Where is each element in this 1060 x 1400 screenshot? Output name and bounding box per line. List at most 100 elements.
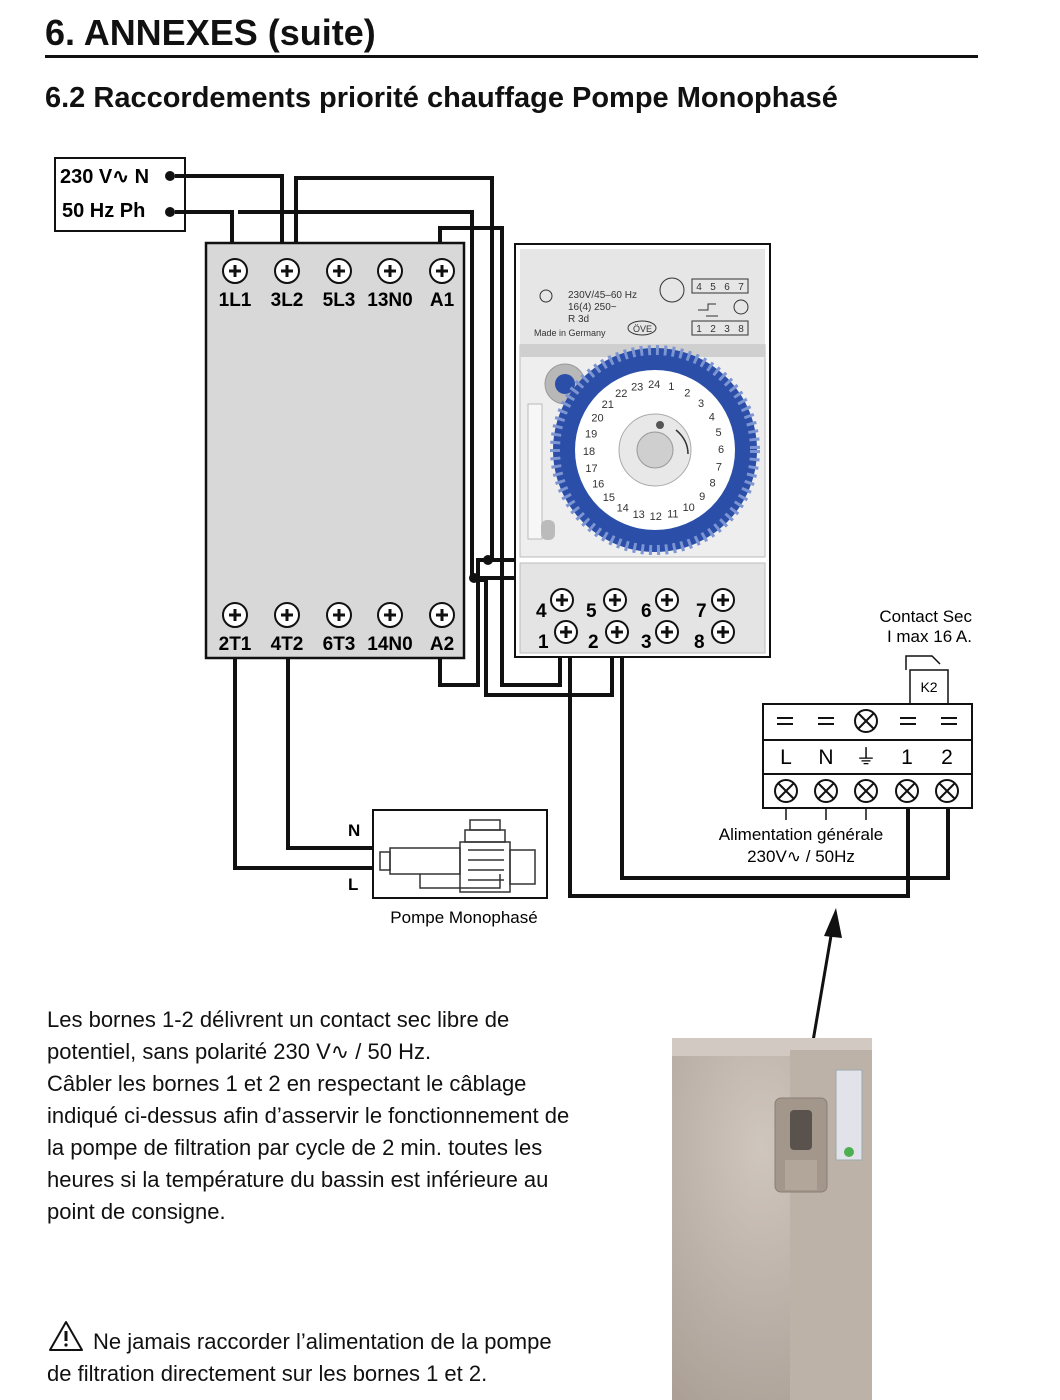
supply-phase-label: 50 Hz Ph <box>62 200 145 222</box>
dial-hour: 7 <box>716 461 722 473</box>
svg-text:4: 4 <box>536 601 547 622</box>
dial-hour: 8 <box>709 477 715 489</box>
dial-hour: 11 <box>667 509 678 521</box>
dial-hour: 17 <box>585 463 597 475</box>
svg-text:5L3: 5L3 <box>323 290 356 311</box>
svg-text:2T1: 2T1 <box>219 634 252 655</box>
svg-text:2: 2 <box>710 324 716 335</box>
wire-hp-2 <box>620 642 950 880</box>
description-paragraph: Les bornes 1-2 délivrent un contact sec … <box>47 1004 647 1228</box>
pump-n-label: N <box>348 821 360 840</box>
pump-drawing <box>379 819 536 893</box>
timer-terminal-map: 4 5 6 7 1 2 3 8 <box>691 278 749 336</box>
svg-text:ÖVE: ÖVE <box>633 324 652 334</box>
svg-text:L: L <box>780 746 792 769</box>
paragraph-line: Les bornes 1-2 délivrent un contact sec … <box>47 1007 510 1032</box>
paragraph-line: indiqué ci-dessus afin d’asservir le fon… <box>47 1103 570 1128</box>
supply-label: Alimentation générale <box>719 825 883 844</box>
wire-4t2-pump-n <box>286 658 372 850</box>
dial-hour: 19 <box>585 429 597 441</box>
heatpump-screws <box>774 779 959 803</box>
pump-l-label: L <box>348 875 358 894</box>
dial-hour: 3 <box>698 398 704 410</box>
svg-text:N: N <box>818 746 833 769</box>
paragraph-line: potentiel, sans polarité 230 V∿ / 50 Hz. <box>47 1039 432 1064</box>
header-rule <box>45 55 978 58</box>
pump-caption: Pompe Monophasé <box>390 908 537 927</box>
warning-icon <box>49 1321 83 1351</box>
svg-text:7: 7 <box>738 282 744 293</box>
dial-hour: 13 <box>633 509 645 521</box>
svg-text:A1: A1 <box>430 290 455 311</box>
svg-text:1L1: 1L1 <box>219 290 252 311</box>
heatpump-terminal-block: Contact Sec I max 16 A. K2 L N ⏚ 1 2 Al <box>719 607 973 866</box>
svg-text:13N0: 13N0 <box>367 290 412 311</box>
wire-ph-1l1 <box>175 210 234 243</box>
svg-text:2: 2 <box>588 632 599 653</box>
supply-voltage-label: 230V∿ / 50Hz <box>747 847 855 866</box>
svg-text:3: 3 <box>724 324 730 335</box>
timer-clock-icon <box>659 277 685 303</box>
svg-text:230V/45–60 Hz: 230V/45–60 Hz <box>568 290 637 301</box>
svg-text:⏚: ⏚ <box>856 746 877 769</box>
svg-text:6: 6 <box>724 282 730 293</box>
svg-text:A2: A2 <box>430 634 454 655</box>
supply-box: 230 V∿ N 50 Hz Ph <box>54 157 186 232</box>
wire-a2 <box>438 558 488 687</box>
warning-text: Ne jamais raccorder l’alimentation de la… <box>47 1326 647 1390</box>
dial-hour: 18 <box>583 446 595 458</box>
dial-hour: 15 <box>603 492 615 504</box>
svg-text:6: 6 <box>641 601 652 622</box>
dial-hour: 12 <box>650 511 662 523</box>
dial-hour: 4 <box>709 411 715 423</box>
supply-ph-dot <box>165 207 175 217</box>
paragraph-line: la pompe de filtration par cycle de 2 mi… <box>47 1135 543 1160</box>
wire-hp-1 <box>568 640 910 898</box>
svg-text:6T3: 6T3 <box>323 634 356 655</box>
supply-n-dot <box>165 171 175 181</box>
svg-text:2: 2 <box>941 746 953 769</box>
imax-label: I max 16 A. <box>887 627 972 646</box>
svg-text:4T2: 4T2 <box>271 634 304 655</box>
dial-hour: 20 <box>591 413 603 425</box>
svg-text:K2: K2 <box>920 679 937 695</box>
svg-text:5: 5 <box>710 282 716 293</box>
svg-text:8: 8 <box>738 324 744 335</box>
dial-hour: 9 <box>699 491 705 503</box>
dial-hour: 2 <box>684 388 690 400</box>
paragraph-line: point de consigne. <box>47 1199 226 1224</box>
section-title: 6.2 Raccordements priorité chauffage Pom… <box>45 82 838 114</box>
svg-text:1: 1 <box>696 324 702 335</box>
timer-switch: 230V/45–60 Hz 16(4) 250~ R 3d Made in Ge… <box>514 243 771 658</box>
pump: N L Pompe Monophasé <box>348 809 548 927</box>
contactor-top-labels: 1L1 3L2 5L3 13N0 A1 <box>219 290 455 311</box>
dial-hour: 24 <box>648 379 660 391</box>
svg-text:4: 4 <box>696 282 702 293</box>
paragraph-line: Câbler les bornes 1 et 2 en respectant l… <box>47 1071 527 1096</box>
paragraph-line: heures si la température du bassin est i… <box>47 1167 549 1192</box>
contactor: 1L1 3L2 5L3 13N0 A1 2T1 4T2 6T3 14N0 A2 <box>204 241 466 660</box>
relay-k2 <box>909 669 949 705</box>
dial-hour: 1 <box>668 381 674 393</box>
wire-2t1-pump-l <box>233 658 372 870</box>
motor-icon <box>733 299 749 315</box>
svg-text:R 3d: R 3d <box>568 314 589 325</box>
dry-contact-label: Contact Sec <box>879 607 972 626</box>
svg-text:16(4) 250~: 16(4) 250~ <box>568 302 617 313</box>
timer-terminal-labels: 4 5 6 7 1 2 3 8 <box>536 601 707 653</box>
dial-hour: 22 <box>615 388 627 400</box>
dial-hour: 6 <box>718 444 724 456</box>
svg-text:7: 7 <box>696 601 707 622</box>
svg-text:3: 3 <box>641 632 652 653</box>
supply-neutral-label: 230 V∿ N <box>60 166 149 188</box>
dial-hour: 16 <box>592 479 604 491</box>
contactor-bottom-labels: 2T1 4T2 6T3 14N0 A2 <box>219 634 455 655</box>
dial-hour: 21 <box>602 399 614 411</box>
svg-text:1: 1 <box>901 746 913 769</box>
wire-a1-timer-1 <box>438 226 562 687</box>
dial-hour: 5 <box>715 427 721 439</box>
svg-text:Made in Germany: Made in Germany <box>534 328 606 338</box>
svg-text:3L2: 3L2 <box>271 290 304 311</box>
